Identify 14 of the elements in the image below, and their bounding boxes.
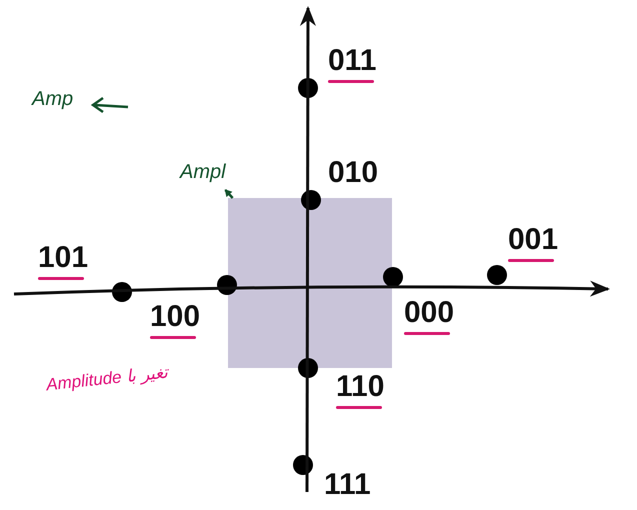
handwritten-note: Ampl [180, 158, 238, 186]
shaded-region [228, 198, 392, 368]
bit-label: 111 [324, 470, 371, 500]
constellation-point [487, 265, 507, 285]
arrow [224, 189, 234, 199]
bit-label: 000 [404, 298, 454, 328]
bit-label: 101 [38, 243, 88, 273]
handwritten-note: تغیر با Amplitude [45, 362, 170, 396]
handwritten-note: Amp [32, 87, 74, 112]
bit-label: 110 [336, 372, 384, 402]
bit-label: 010 [328, 158, 378, 188]
bit-label: 011 [328, 46, 376, 76]
bit-label: 001 [508, 225, 558, 255]
bit-label: 100 [150, 302, 200, 332]
